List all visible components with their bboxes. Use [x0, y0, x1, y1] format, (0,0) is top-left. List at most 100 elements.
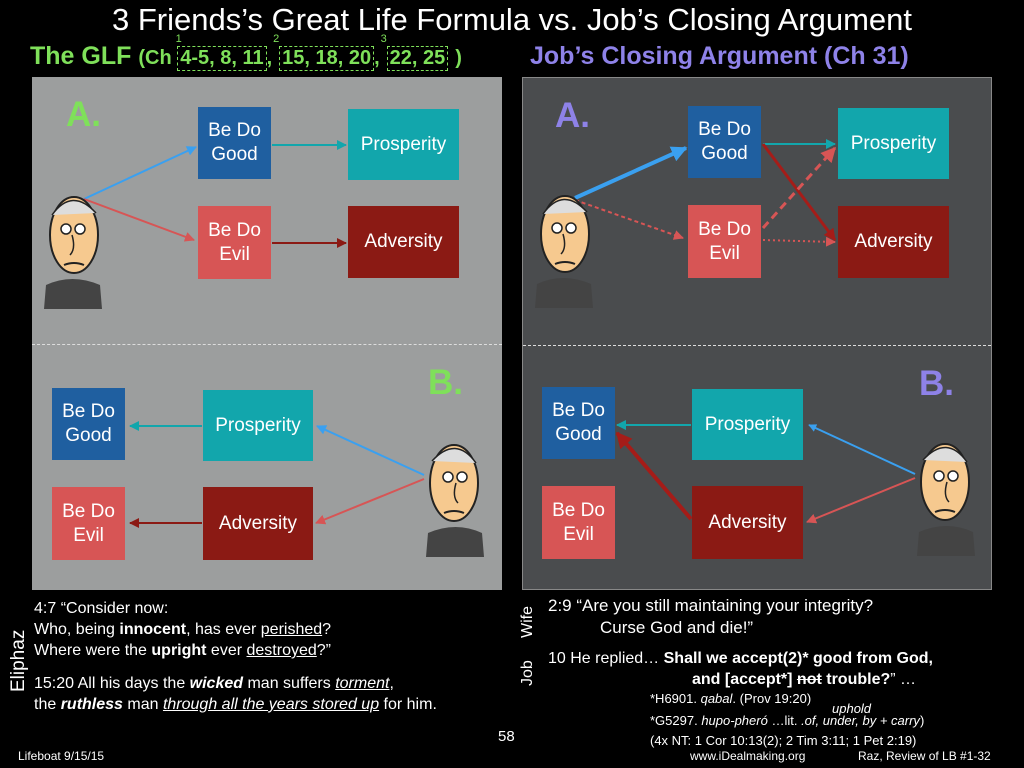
box-label: Be Do — [62, 401, 115, 422]
footnote-g5297: *G5297. hupo-pheró …lit. .of, under, by … — [650, 713, 925, 728]
eliphaz-quote-line4: 15:20 All his days the wicked man suffer… — [34, 675, 394, 692]
letter-b: B. — [919, 364, 954, 403]
arrow-adversity-to-good — [615, 431, 693, 521]
box-label: Evil — [73, 524, 104, 546]
box-label: Be Do — [698, 218, 751, 240]
old-man-icon — [535, 195, 593, 308]
footnote-nt-refs: (4x NT: 1 Cor 10:13(2); 2 Tim 3:11; 1 Pe… — [650, 733, 917, 748]
box-label: Good — [211, 144, 258, 165]
box-label: Adversity — [854, 231, 933, 252]
box-label: Prosperity — [850, 132, 937, 154]
arrow-person-to-adversity — [806, 477, 916, 524]
box-label: Prosperity — [360, 133, 447, 155]
eliphaz-quote-line1: 4:7 “Consider now: — [34, 600, 169, 617]
arrow-good-to-adversity — [761, 143, 837, 241]
footer-date: Lifeboat 9/15/15 — [18, 749, 105, 763]
eliphaz-quote-line5: the ruthless man through all the years s… — [34, 696, 437, 713]
job-arrows — [574, 139, 916, 524]
page-number: 58 — [498, 728, 515, 745]
box-adversity-b: Adversity — [203, 487, 313, 560]
job-quote-line2: and [accept*] not trouble?” … — [692, 671, 917, 688]
letter-b: B. — [428, 363, 463, 402]
box-label: Adversity — [364, 231, 443, 252]
arrow-person-to-good — [83, 146, 197, 200]
box-prosperity-b: Prosperity — [203, 390, 313, 461]
job-heading: Job’s Closing Argument (Ch 31) — [530, 42, 909, 70]
old-man-icon — [44, 196, 102, 309]
eliphaz-quote-line3: Where were the upright ever destroyed?” — [34, 642, 331, 659]
speaker-wife: Wife — [519, 606, 536, 638]
box-label: Be Do — [698, 119, 751, 140]
glf-ch-prefix: (Ch — [138, 47, 172, 69]
box-label: Good — [701, 143, 748, 164]
chapter-group-3: 22, 25 — [386, 46, 449, 71]
arrow-person-to-evil — [83, 198, 195, 242]
arrow-person-to-good — [574, 146, 688, 200]
box-adversity-a: Adversity — [348, 206, 459, 278]
panel-divider — [523, 345, 991, 346]
group-sep-2: , — [374, 47, 380, 69]
glf-close: ) — [455, 47, 462, 69]
glf-label: The GLF — [30, 42, 132, 70]
box-label: Good — [65, 425, 112, 446]
box-label: Be Do — [62, 500, 115, 522]
box-label: Evil — [563, 523, 594, 545]
uphold-annotation: uphold — [832, 701, 872, 716]
letter-a: A. — [66, 95, 101, 134]
box-label: Adversity — [218, 512, 298, 534]
footer-site: www.iDealmaking.org — [690, 749, 806, 763]
box-label: Prosperity — [704, 413, 791, 435]
footnote-h6901: *H6901. qabal. (Prov 19:20) — [650, 691, 812, 706]
group-num-2: 2 — [273, 33, 280, 45]
chapter-group-2: 15, 18, 20 — [279, 46, 375, 71]
wife-quote-line1: 2:9 “Are you still maintaining your inte… — [548, 596, 874, 615]
box-adversity-a: Adversity — [838, 206, 949, 278]
box-be-do-good-b: Be Do Good — [52, 388, 125, 460]
arrow-person-to-evil-dashed — [574, 199, 684, 240]
group-num-3: 3 — [380, 33, 387, 45]
box-prosperity-a: Prosperity — [348, 109, 459, 180]
arrow-person-to-prosperity — [808, 424, 916, 475]
box-label: Be Do — [552, 499, 605, 521]
arrow-evil-to-adversity-dotted — [762, 236, 836, 247]
footer-credit: Raz, Review of LB #1-32 — [858, 749, 991, 763]
box-be-do-good-a: Be Do Good — [688, 106, 761, 178]
box-label: Evil — [219, 243, 250, 265]
arrow-evil-to-prosperity-dashed — [761, 146, 837, 230]
wife-quote-line2: Curse God and die!” — [600, 618, 754, 637]
box-be-do-good-a: Be Do Good — [198, 107, 271, 179]
group-num-1: 1 — [175, 33, 182, 45]
glf-heading: The GLF (Ch 1 4-5, 8, 11, 2 15, 18, 20, … — [30, 33, 462, 71]
arrow-person-to-adversity — [315, 478, 425, 525]
chapter-group-1: 4-5, 8, 11 — [177, 46, 267, 71]
box-label: Be Do — [208, 219, 261, 241]
panel-divider — [32, 344, 502, 345]
letter-a: A. — [555, 96, 590, 135]
box-label: Be Do — [552, 400, 605, 421]
speaker-eliphaz: Eliphaz — [8, 629, 29, 692]
old-man-icon — [426, 444, 484, 557]
box-label: Good — [555, 424, 602, 445]
eliphaz-quote-line2: Who, being innocent, has ever perished? — [34, 621, 332, 638]
slide-title: 3 Friends’s Great Life Formula vs. Job’s… — [111, 2, 913, 37]
speaker-job: Job — [519, 660, 536, 686]
group-sep-1: , — [266, 47, 273, 69]
box-prosperity-b: Prosperity — [692, 389, 803, 460]
glf-arrows — [83, 140, 425, 528]
box-be-do-good-b: Be Do Good — [542, 387, 615, 459]
box-label: Evil — [709, 242, 740, 264]
box-label: Adversity — [708, 511, 787, 533]
box-label: Be Do — [208, 120, 261, 141]
job-quote-line1: 10 He replied… Shall we accept(2)* good … — [548, 650, 933, 667]
box-adversity-b: Adversity — [692, 486, 803, 559]
box-prosperity-a: Prosperity — [838, 108, 949, 179]
box-label: Prosperity — [215, 414, 301, 436]
old-man-icon — [917, 443, 975, 556]
arrow-person-to-prosperity — [316, 425, 425, 476]
